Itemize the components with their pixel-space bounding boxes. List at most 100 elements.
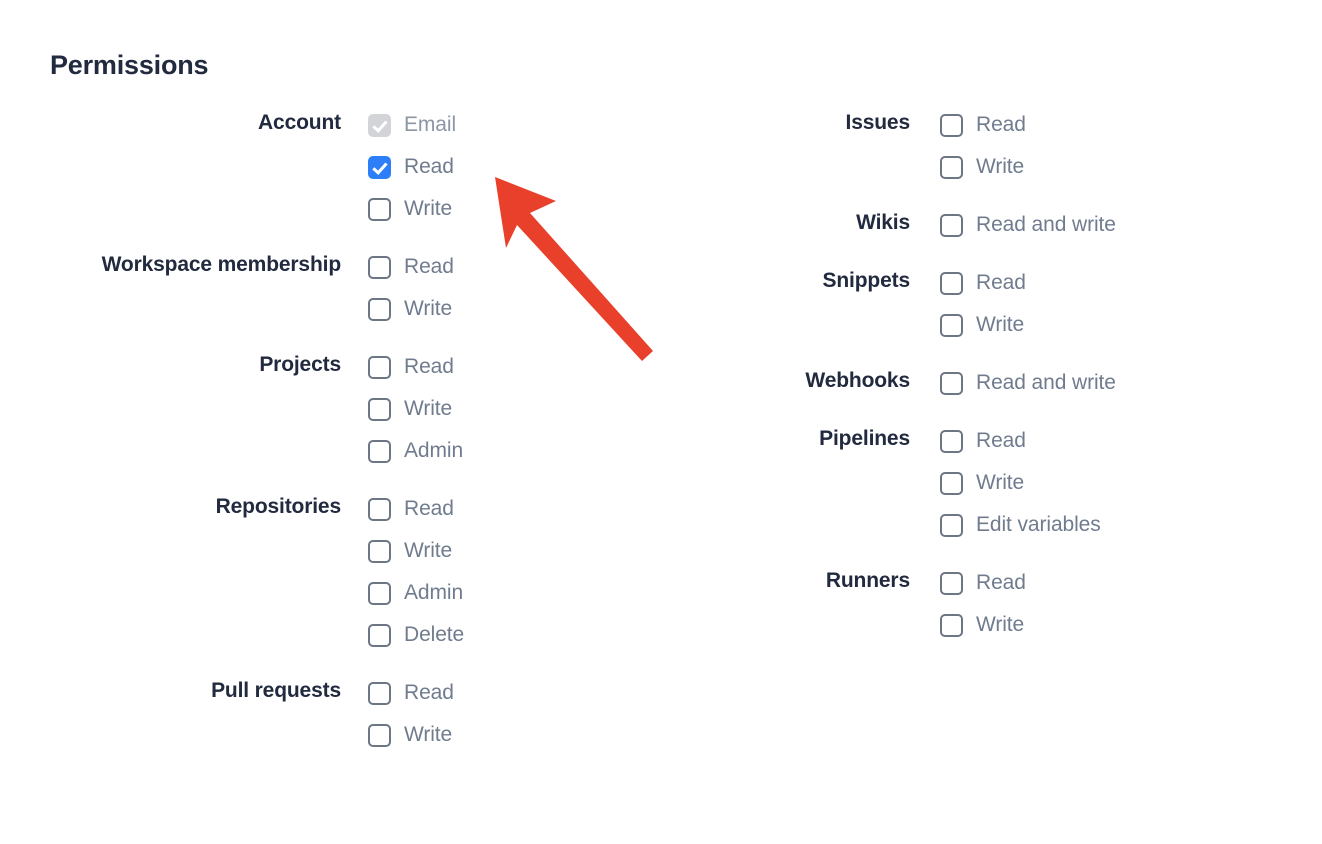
permission-option-row[interactable]: Edit variables	[940, 504, 1101, 546]
checkbox-unchecked-icon[interactable]	[368, 355, 391, 379]
checkbox-unchecked-icon[interactable]	[368, 723, 391, 747]
permission-option-label: Write	[404, 397, 453, 420]
checkbox-unchecked-icon[interactable]	[368, 681, 391, 705]
checkbox-unchecked-icon[interactable]	[940, 613, 963, 637]
permission-option-label: Read and write	[976, 213, 1116, 236]
checkbox-unchecked-icon[interactable]	[940, 513, 963, 537]
checkbox-unchecked-icon[interactable]	[368, 581, 391, 605]
permission-group-label: Repositories	[215, 495, 342, 518]
checkbox-unchecked-icon[interactable]	[940, 371, 963, 395]
permission-option-list: Read and write	[910, 362, 1116, 404]
permission-option-label: Read	[404, 355, 454, 378]
permission-group-label: Webhooks	[805, 369, 910, 392]
page-title: Permissions	[50, 50, 209, 80]
permission-option-row[interactable]: Delete	[368, 614, 464, 656]
permission-option-row[interactable]: Admin	[368, 430, 463, 472]
checkbox-unchecked-icon[interactable]	[940, 155, 963, 179]
permission-option-label: Write	[404, 539, 453, 562]
permission-option-row[interactable]: Read and write	[940, 204, 1116, 246]
permission-option-row[interactable]: Write	[940, 604, 1026, 646]
permission-option-row[interactable]: Read	[940, 562, 1026, 604]
permission-option-label: Email	[404, 113, 457, 136]
permission-option-row[interactable]: Write	[368, 530, 464, 572]
permission-option-row[interactable]: Write	[940, 304, 1026, 346]
permission-option-label: Admin	[404, 581, 464, 604]
checkbox-unchecked-icon[interactable]	[940, 313, 963, 337]
permission-group-label: Wikis	[856, 211, 910, 234]
permission-option-label: Read	[404, 155, 454, 178]
permission-group: Wikis Read and write	[600, 204, 1300, 246]
permission-option-label: Read and write	[976, 371, 1116, 394]
permission-option-row[interactable]: Write	[368, 288, 454, 330]
permission-option-label: Admin	[404, 439, 464, 462]
permission-option-label: Read	[976, 571, 1026, 594]
permission-option-row[interactable]: Read and write	[940, 362, 1116, 404]
permission-option-row[interactable]: Read	[940, 420, 1101, 462]
permission-option-label: Read	[976, 271, 1026, 294]
permission-option-row[interactable]: Write	[940, 146, 1026, 188]
permission-group-label: Pull requests	[211, 679, 341, 702]
permission-group-label: Issues	[845, 111, 911, 134]
permission-option-label: Read	[404, 681, 454, 704]
checkbox-unchecked-icon[interactable]	[940, 471, 963, 495]
checkbox-unchecked-icon[interactable]	[940, 213, 963, 237]
checkbox-unchecked-icon[interactable]	[368, 623, 391, 647]
permission-group-label: Pipelines	[819, 427, 910, 450]
permission-option-row[interactable]: Write	[368, 714, 454, 756]
permission-option-list: Read and write	[910, 204, 1116, 246]
permission-option-row[interactable]: Read	[940, 104, 1026, 146]
permission-option-label: Read	[976, 113, 1026, 136]
checkbox-unchecked-icon[interactable]	[368, 497, 391, 521]
permission-option-row[interactable]: Read	[368, 246, 454, 288]
permission-option-row[interactable]: Read	[368, 488, 464, 530]
checkbox-unchecked-icon[interactable]	[368, 197, 391, 221]
permission-group-label: Runners	[825, 569, 910, 592]
permission-option-label: Write	[976, 155, 1025, 178]
permission-option-row[interactable]: Admin	[368, 572, 464, 614]
permission-option-row[interactable]: Read	[940, 262, 1026, 304]
checkbox-unchecked-icon[interactable]	[368, 397, 391, 421]
permission-option-row[interactable]: Write	[940, 462, 1101, 504]
checkbox-unchecked-icon[interactable]	[368, 255, 391, 279]
checkbox-unchecked-icon[interactable]	[368, 297, 391, 321]
checkbox-unchecked-icon[interactable]	[940, 429, 963, 453]
permission-option-row[interactable]: Write	[368, 188, 456, 230]
permission-option-label: Write	[976, 313, 1025, 336]
permission-group-label: Account	[258, 111, 341, 134]
checkbox-unchecked-icon[interactable]	[368, 539, 391, 563]
permission-option-row[interactable]: Read	[368, 346, 463, 388]
checkbox-unchecked-icon[interactable]	[940, 571, 963, 595]
permission-group: Webhooks Read and write	[600, 362, 1300, 404]
permission-option-row[interactable]: Write	[368, 388, 463, 430]
checkbox-unchecked-icon[interactable]	[940, 113, 963, 137]
permission-option-label: Write	[976, 613, 1025, 636]
checkbox-unchecked-icon[interactable]	[940, 271, 963, 295]
permission-option-label: Write	[404, 723, 453, 746]
permission-option-label: Write	[404, 297, 453, 320]
permission-option-row[interactable]: Email	[368, 104, 456, 146]
permission-option-label: Write	[976, 471, 1025, 494]
permission-option-row[interactable]: Read	[368, 146, 456, 188]
checkbox-checked-icon[interactable]	[368, 155, 391, 179]
permission-option-label: Read	[404, 497, 454, 520]
checkbox-unchecked-icon[interactable]	[368, 439, 391, 463]
permission-option-row[interactable]: Read	[368, 672, 454, 714]
